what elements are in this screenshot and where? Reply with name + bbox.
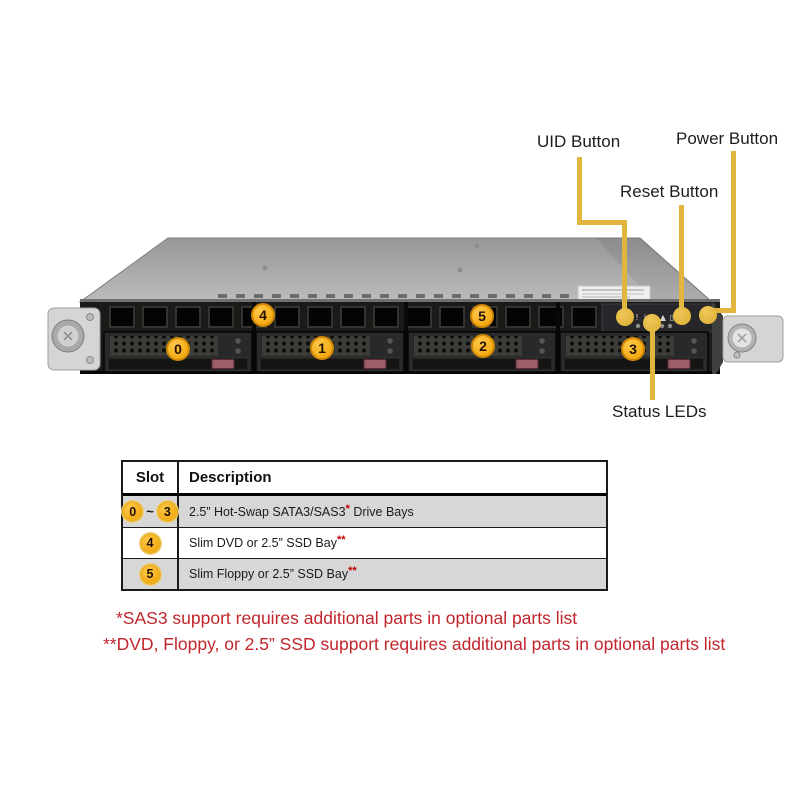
left-mounting-ear (47, 307, 101, 371)
power-callout-dot (699, 306, 717, 324)
slim-bay-slots (109, 306, 597, 328)
reset-callout-dot (673, 307, 691, 325)
slot-range-separator: ~ (146, 504, 154, 519)
tray-latch (363, 359, 387, 369)
footnote-sas3: *SAS3 support requires additional parts … (116, 608, 578, 628)
slot-badge: 0 (122, 501, 144, 522)
table-row: 5 Slim Floppy or 2.5” SSD Bay** (123, 558, 606, 589)
tray-latch (211, 359, 235, 369)
svg-text:▯: ▯ (670, 313, 674, 322)
slot-cell: 4 (123, 528, 179, 558)
slot-description-table: Slot Description 0 ~ 3 2.5” Hot-Swap SAT… (121, 460, 608, 591)
slot-badge: 4 (139, 532, 161, 554)
lid-sticker (577, 285, 651, 302)
bay-badge-3: 3 (621, 337, 645, 361)
table-row: 4 Slim DVD or 2.5” SSD Bay** (123, 527, 606, 558)
power-callout-line (706, 308, 736, 313)
footnote-dvd-floppy-ssd: **DVD, Floppy, or 2.5” SSD support requi… (103, 634, 726, 654)
footnote-marker: * (345, 502, 350, 515)
description-cell: Slim DVD or 2.5” SSD Bay** (189, 534, 346, 550)
slot-cell: 0 ~ 3 (122, 496, 179, 527)
table-header-row: Slot Description (123, 462, 606, 496)
status-callout-dot (643, 314, 661, 332)
tray-latch (667, 359, 691, 369)
slot-badge: 3 (156, 501, 178, 522)
uid-callout-line (622, 220, 627, 316)
tray-latch (515, 359, 539, 369)
svg-text:▲: ▲ (660, 313, 667, 322)
bay-badge-5: 5 (470, 304, 494, 328)
description-cell: Slim Floppy or 2.5” SSD Bay** (189, 565, 357, 581)
right-mounting-ear (712, 302, 784, 374)
footnote-marker: ** (336, 534, 346, 546)
uid-button-label: UID Button (537, 132, 621, 151)
description-cell: 2.5” Hot-Swap SATA3/SAS3* Drive Bays (189, 502, 414, 519)
bay-badge-1: 1 (310, 336, 334, 360)
uid-callout-line (577, 220, 627, 225)
slot-column-header: Slot (123, 462, 179, 493)
reset-button-label: Reset Button (620, 182, 719, 201)
bay-badge-0: 0 (166, 337, 190, 361)
uid-callout-line (577, 157, 582, 223)
bay-badge-4: 4 (251, 303, 275, 327)
server-front-illustration: ! i ▲ ▲ ▯ ? (47, 237, 784, 374)
table-row: 0 ~ 3 2.5” Hot-Swap SATA3/SAS3* Drive Ba… (122, 496, 606, 527)
slot-cell: 5 (123, 559, 179, 589)
footnote-marker: ** (348, 565, 357, 577)
svg-text:!: ! (635, 313, 638, 322)
description-column-header: Description (189, 469, 272, 486)
power-button-label: Power Button (676, 129, 779, 148)
uid-callout-dot (616, 308, 634, 326)
reset-callout-line (679, 205, 684, 313)
slot-badge: 5 (139, 563, 161, 585)
status-callout-line (650, 326, 655, 400)
power-callout-line (731, 151, 736, 311)
status-leds-label: Status LEDs (612, 402, 707, 421)
bay-badge-2: 2 (471, 334, 495, 358)
